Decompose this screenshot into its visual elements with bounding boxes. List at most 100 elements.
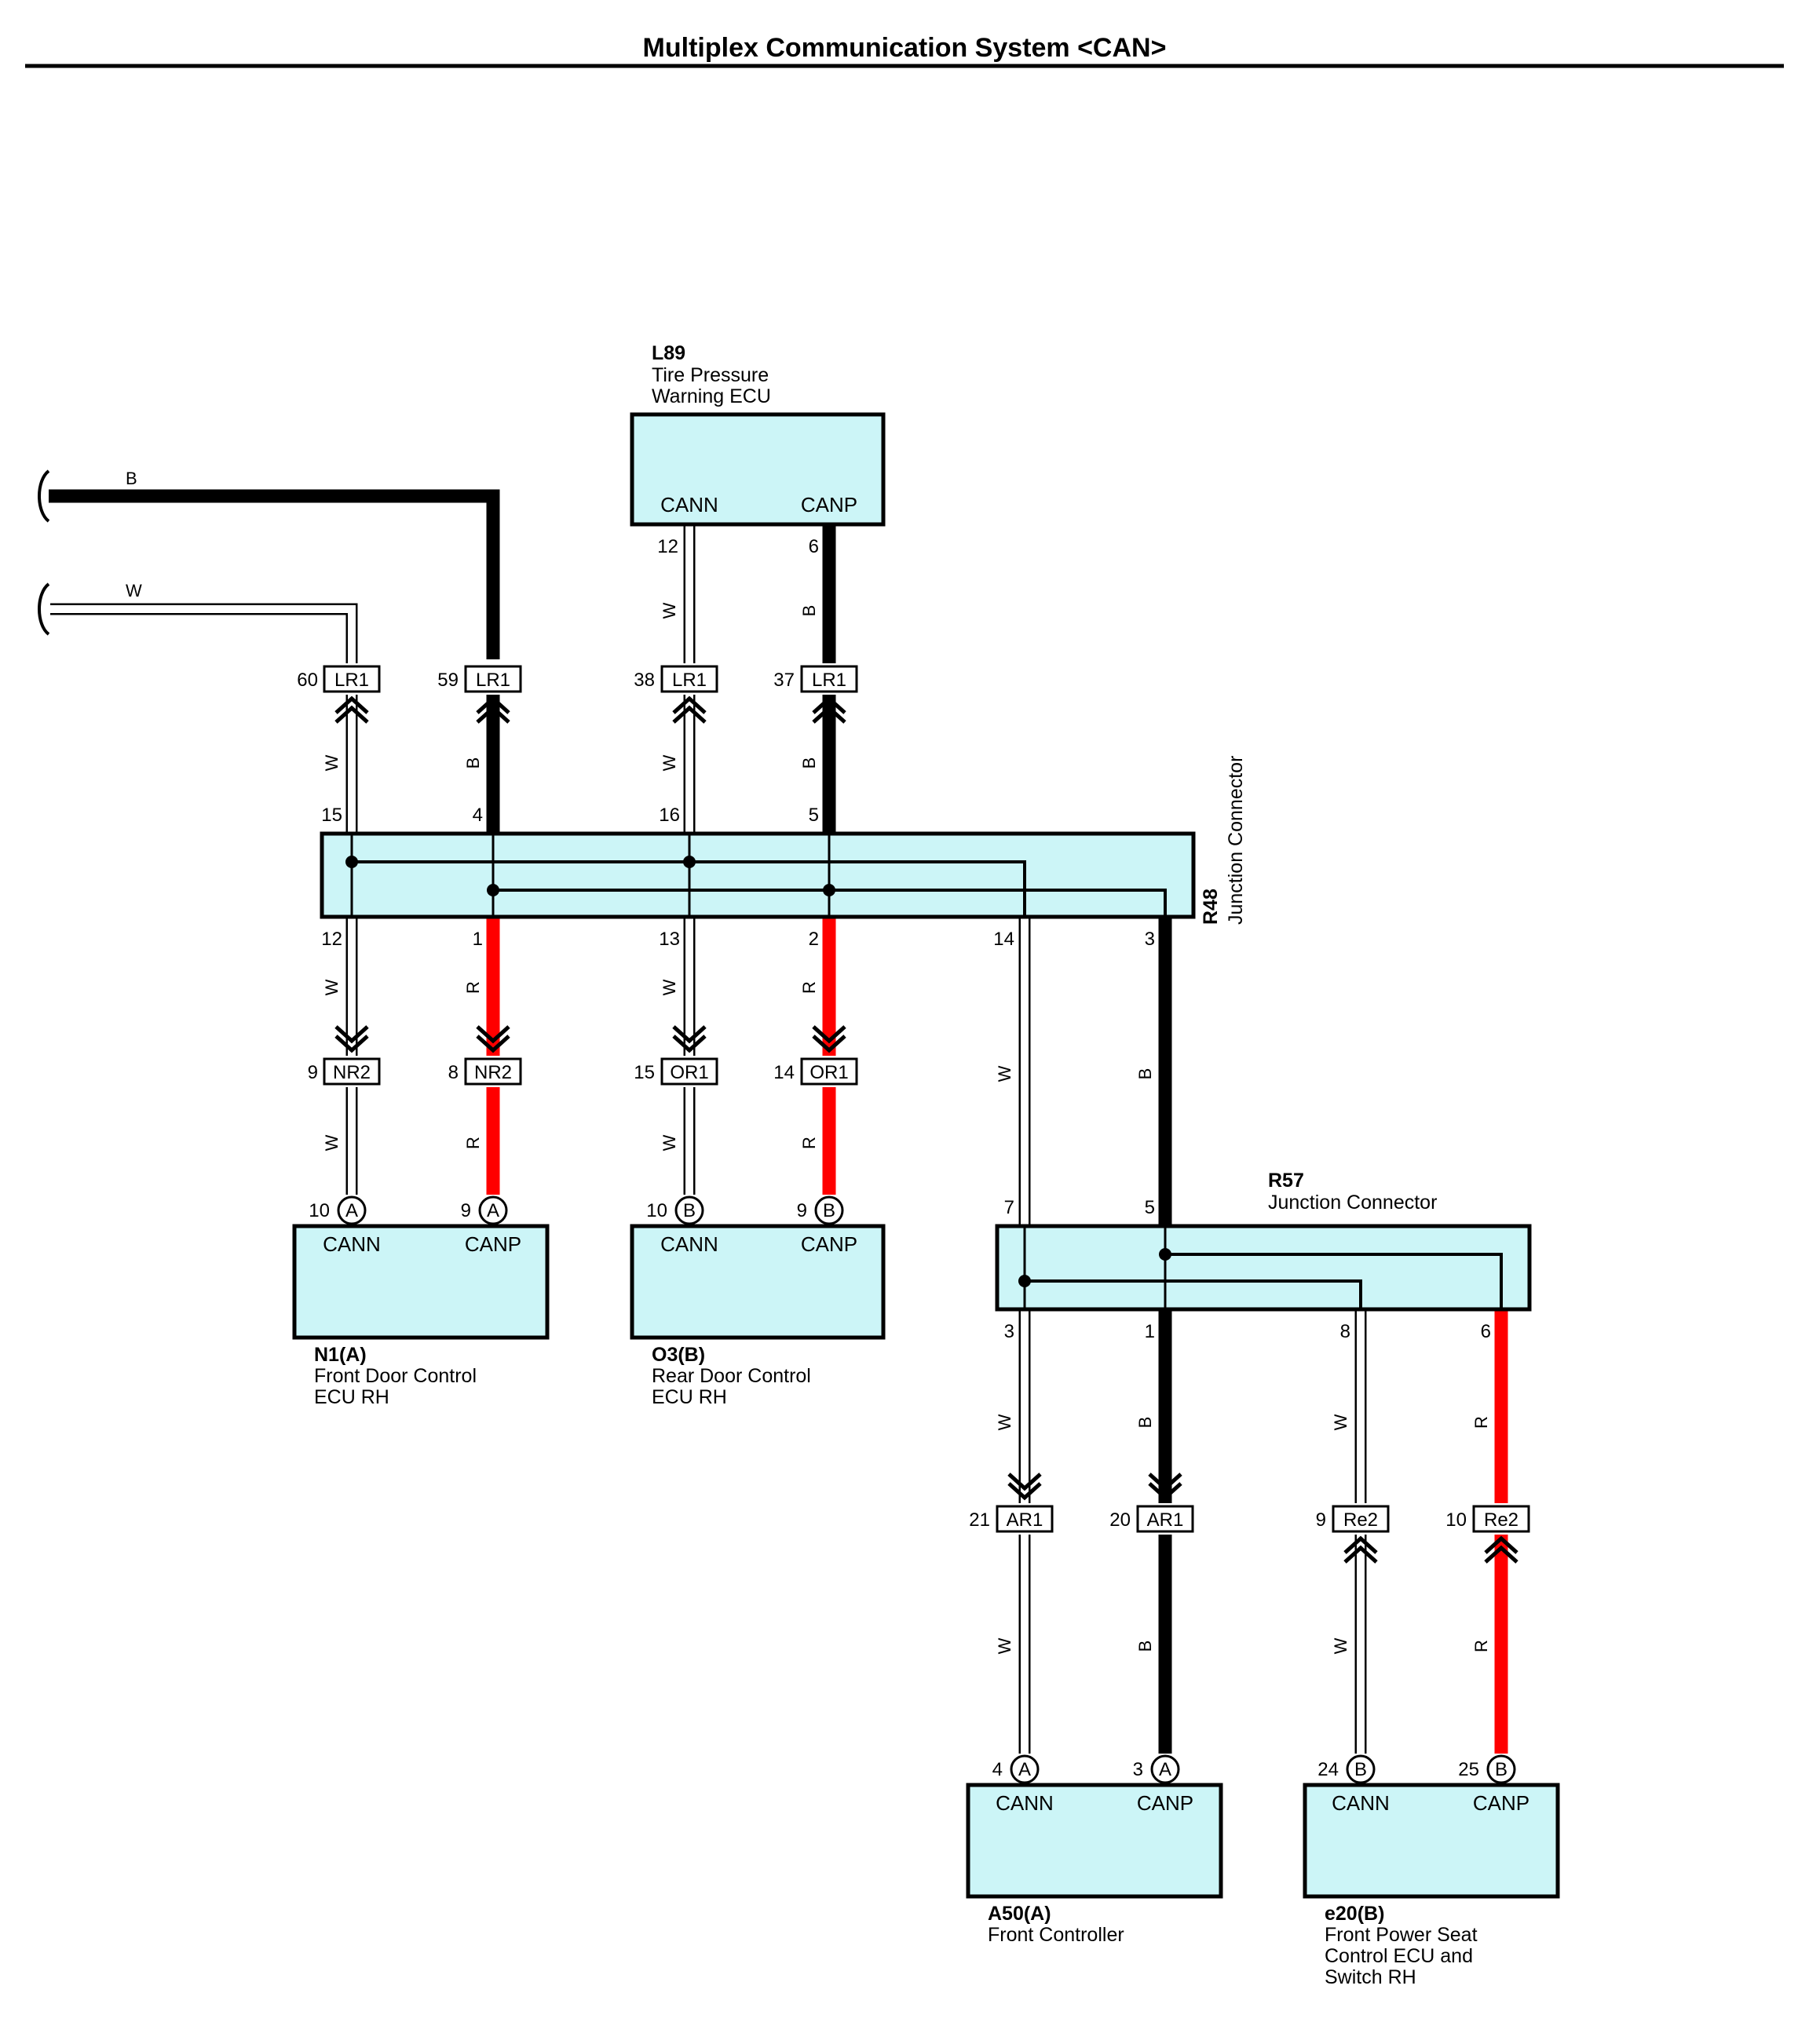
ecu-o3-code: O3(B) [652, 1344, 705, 1366]
pin-number: 6 [1481, 1321, 1491, 1342]
connector-label: AR1 [1007, 1509, 1043, 1531]
wire-color-label: W [1331, 1414, 1350, 1430]
connector-label: OR1 [670, 1062, 708, 1083]
connector-chevron-icon [1484, 1535, 1518, 1564]
ecu-n1: A 10 A 9 CANN CANP N1(A) Front Door Cont… [292, 1195, 550, 1408]
ecu-a50-name: Front Controller [988, 1924, 1124, 1946]
pin-number: 16 [659, 805, 680, 826]
wire-color-label: R [799, 981, 819, 994]
ecu-a50-box [966, 1783, 1223, 1899]
wire-break-icon [38, 582, 50, 636]
connector-label: LR1 [812, 670, 846, 691]
connector-re2 [1472, 1505, 1530, 1533]
connector-chevron-icon [812, 695, 846, 724]
pin-number: 10 [309, 1200, 330, 1221]
pin-number: 14 [773, 1062, 795, 1083]
connectors-nr2-or1: NR2 9 NR2 8 OR1 15 OR1 14 [308, 1025, 858, 1086]
terminal-label: CANN [1332, 1791, 1390, 1815]
connector-chevron-icon [1148, 1473, 1182, 1501]
ecu-n1-box [292, 1224, 550, 1340]
connector-chevron-icon [672, 695, 707, 724]
terminal-label: CANP [1473, 1791, 1529, 1815]
pin-number: 5 [1145, 1197, 1155, 1218]
terminal-label: CANN [996, 1791, 1054, 1815]
connector-nr2 [323, 1057, 381, 1086]
wire-w-incoming-outline [50, 603, 358, 663]
wire-color-label: B [126, 469, 137, 488]
connector-chevron-icon [476, 1025, 510, 1053]
wire-color-label: W [322, 754, 342, 771]
wire-color-label: W [322, 1134, 342, 1151]
connector-re2 [1332, 1505, 1390, 1533]
wire-color-label: W [660, 602, 679, 619]
wire-color-label: W [660, 754, 679, 771]
pin-number: 1 [1145, 1321, 1155, 1342]
ecu-l89-name: Warning ECU [652, 385, 771, 407]
ecu-e20-box [1303, 1783, 1560, 1899]
connector-label: B [683, 1200, 696, 1221]
connector-b-icon [1346, 1754, 1376, 1784]
pin-number: 5 [809, 805, 819, 826]
pin-number: 3 [1004, 1321, 1014, 1342]
connector-label: NR2 [474, 1062, 512, 1083]
wire-color-labels: B W W B W B W B W R W R W R W R W B W B … [126, 469, 1491, 1654]
connector-label: AR1 [1147, 1509, 1184, 1531]
r48-canp-bus [493, 889, 1167, 917]
pin-number: 9 [1316, 1509, 1326, 1531]
r57-canp-bus [1165, 1253, 1503, 1309]
pin-number: 6 [809, 536, 819, 557]
wire-color-label: B [799, 757, 819, 769]
pin-number: 4 [992, 1759, 1003, 1780]
junction-r48-box [320, 831, 1196, 919]
connector-ar1 [996, 1505, 1054, 1533]
diagram-title: Multiplex Communication System <CAN> [643, 33, 1167, 63]
connector-label: A [345, 1200, 358, 1221]
r48-cann-bus [352, 860, 1026, 917]
ecu-e20-name: Switch RH [1325, 1966, 1416, 1988]
pin-number: 20 [1109, 1509, 1131, 1531]
pin-number: 14 [993, 929, 1014, 950]
pin-number: 10 [1445, 1509, 1467, 1531]
wire-color-label: R [1471, 1640, 1491, 1652]
pin-number: 37 [773, 670, 795, 691]
terminal-label: CANN [660, 493, 718, 516]
pin-number: 24 [1317, 1759, 1339, 1780]
connector-label: B [1354, 1759, 1367, 1780]
pin-number: 15 [634, 1062, 655, 1083]
connector-chevron-icon [476, 695, 510, 724]
ecu-l89-box [630, 412, 886, 527]
wire-color-label: W [1331, 1637, 1350, 1654]
ecu-e20-name: Control ECU and [1325, 1945, 1473, 1967]
ecu-l89-name: Tire Pressure [652, 364, 769, 386]
connector-a-icon [1150, 1754, 1180, 1784]
connector-label: NR2 [333, 1062, 371, 1083]
pin-number: 12 [657, 536, 678, 557]
ecu-a50-code: A50(A) [988, 1903, 1051, 1925]
connector-label: Re2 [1484, 1509, 1518, 1531]
ecu-e20-name: Front Power Seat [1325, 1924, 1478, 1946]
connector-chevron-icon [334, 1025, 369, 1053]
wire-b-incoming [49, 489, 500, 659]
ecu-o3-name: Rear Door Control [652, 1365, 811, 1387]
junction-r48: 15 4 16 5 12 1 13 2 14 3 R48 Junction Co… [320, 756, 1247, 950]
connector-label: B [823, 1200, 835, 1221]
wire-color-label: R [1471, 1416, 1491, 1429]
connector-ar1 [1136, 1505, 1194, 1533]
wire-color-label: B [799, 605, 819, 617]
pin-number: 10 [646, 1200, 667, 1221]
pin-number: 9 [461, 1200, 471, 1221]
connector-or1 [800, 1057, 858, 1086]
connector-a-icon [337, 1195, 367, 1225]
ecu-e20-code: e20(B) [1325, 1903, 1384, 1925]
pin-number: 9 [797, 1200, 807, 1221]
connector-chevron-icon [672, 1025, 707, 1053]
splice-dot [1159, 1248, 1171, 1261]
pin-number: 8 [448, 1062, 459, 1083]
pin-number: 3 [1145, 929, 1155, 950]
pin-number: 9 [308, 1062, 318, 1083]
ecu-a50: A 4 A 3 CANN CANP A50(A) Front Controlle… [966, 1754, 1223, 1946]
terminal-label: CANN [323, 1232, 381, 1256]
pin-number: 38 [634, 670, 655, 691]
connector-chevron-icon [1343, 1535, 1378, 1564]
splice-dot [345, 856, 358, 868]
